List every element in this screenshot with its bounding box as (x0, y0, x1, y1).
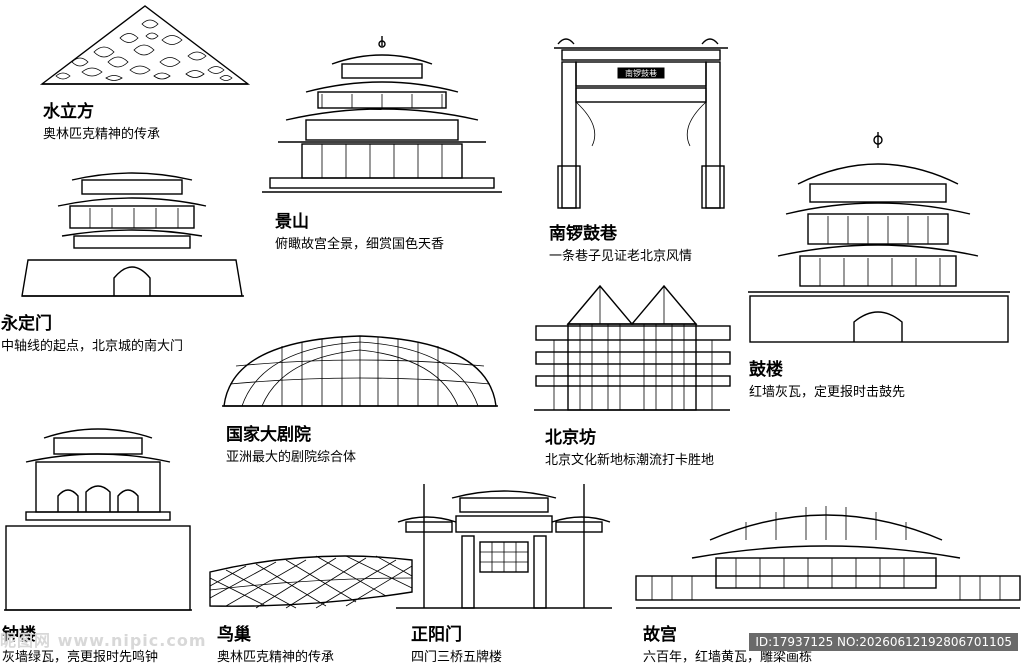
landmark-description: 四门三桥五牌楼 (411, 650, 503, 665)
bell-tower-icon (4, 428, 192, 611)
arch-plaque-text: 南锣鼓巷 (625, 68, 657, 78)
landmark-title: 永定门 (1, 314, 52, 334)
landmark-description: 一条巷子见证老北京风情 (549, 249, 693, 264)
beijing-fun-icon (534, 284, 731, 411)
landmark-title: 鸟巢 (217, 625, 251, 645)
forbidden-city-icon (635, 506, 1021, 609)
landmark-description: 红墙灰瓦，定更报时击鼓先 (749, 385, 906, 400)
landmark-description: 俯瞰故宫全景，细赏国色天香 (275, 237, 445, 252)
landmark-title: 景山 (275, 212, 309, 232)
landmark-title: 水立方 (43, 102, 94, 122)
birds-nest-icon (209, 555, 413, 609)
jingshan-pavilion-icon (262, 36, 502, 193)
landmark-title: 北京坊 (545, 428, 596, 448)
water-cube-icon (39, 5, 251, 85)
landmark-title: 国家大剧院 (226, 425, 311, 445)
landmark-description: 灰墙绿瓦，亮更报时先鸣钟 (2, 650, 159, 665)
landmark-title: 钟楼 (2, 625, 36, 645)
landmark-description: 北京文化新地标潮流打卡胜地 (545, 453, 715, 468)
grand-theatre-icon (222, 335, 498, 407)
landmark-description: 亚洲最大的剧院综合体 (226, 450, 357, 465)
landmark-description: 中轴线的起点，北京城的南大门 (1, 339, 184, 354)
landmark-description: 六百年，红墙黄瓦，雕梁画栋 (643, 650, 813, 665)
landmark-title: 南锣鼓巷 (549, 224, 617, 244)
landmark-title: 正阳门 (411, 625, 462, 645)
landmark-title: 故宫 (643, 625, 677, 645)
memorial-arch-icon: 南锣鼓巷 (554, 38, 728, 209)
landmark-title: 鼓楼 (749, 360, 783, 380)
landmark-description: 奥林匹克精神的传承 (43, 127, 161, 142)
watermark-id: ID:17937125 NO:20260612192806701105 (749, 633, 1018, 651)
yongdingmen-gate-icon (21, 172, 244, 297)
zhengyangmen-gate-icon (396, 484, 612, 609)
landmark-description: 奥林匹克精神的传承 (217, 650, 335, 665)
drum-tower-icon (748, 132, 1010, 343)
watermark-site: 昵图网 www.nipic.com (0, 631, 207, 650)
